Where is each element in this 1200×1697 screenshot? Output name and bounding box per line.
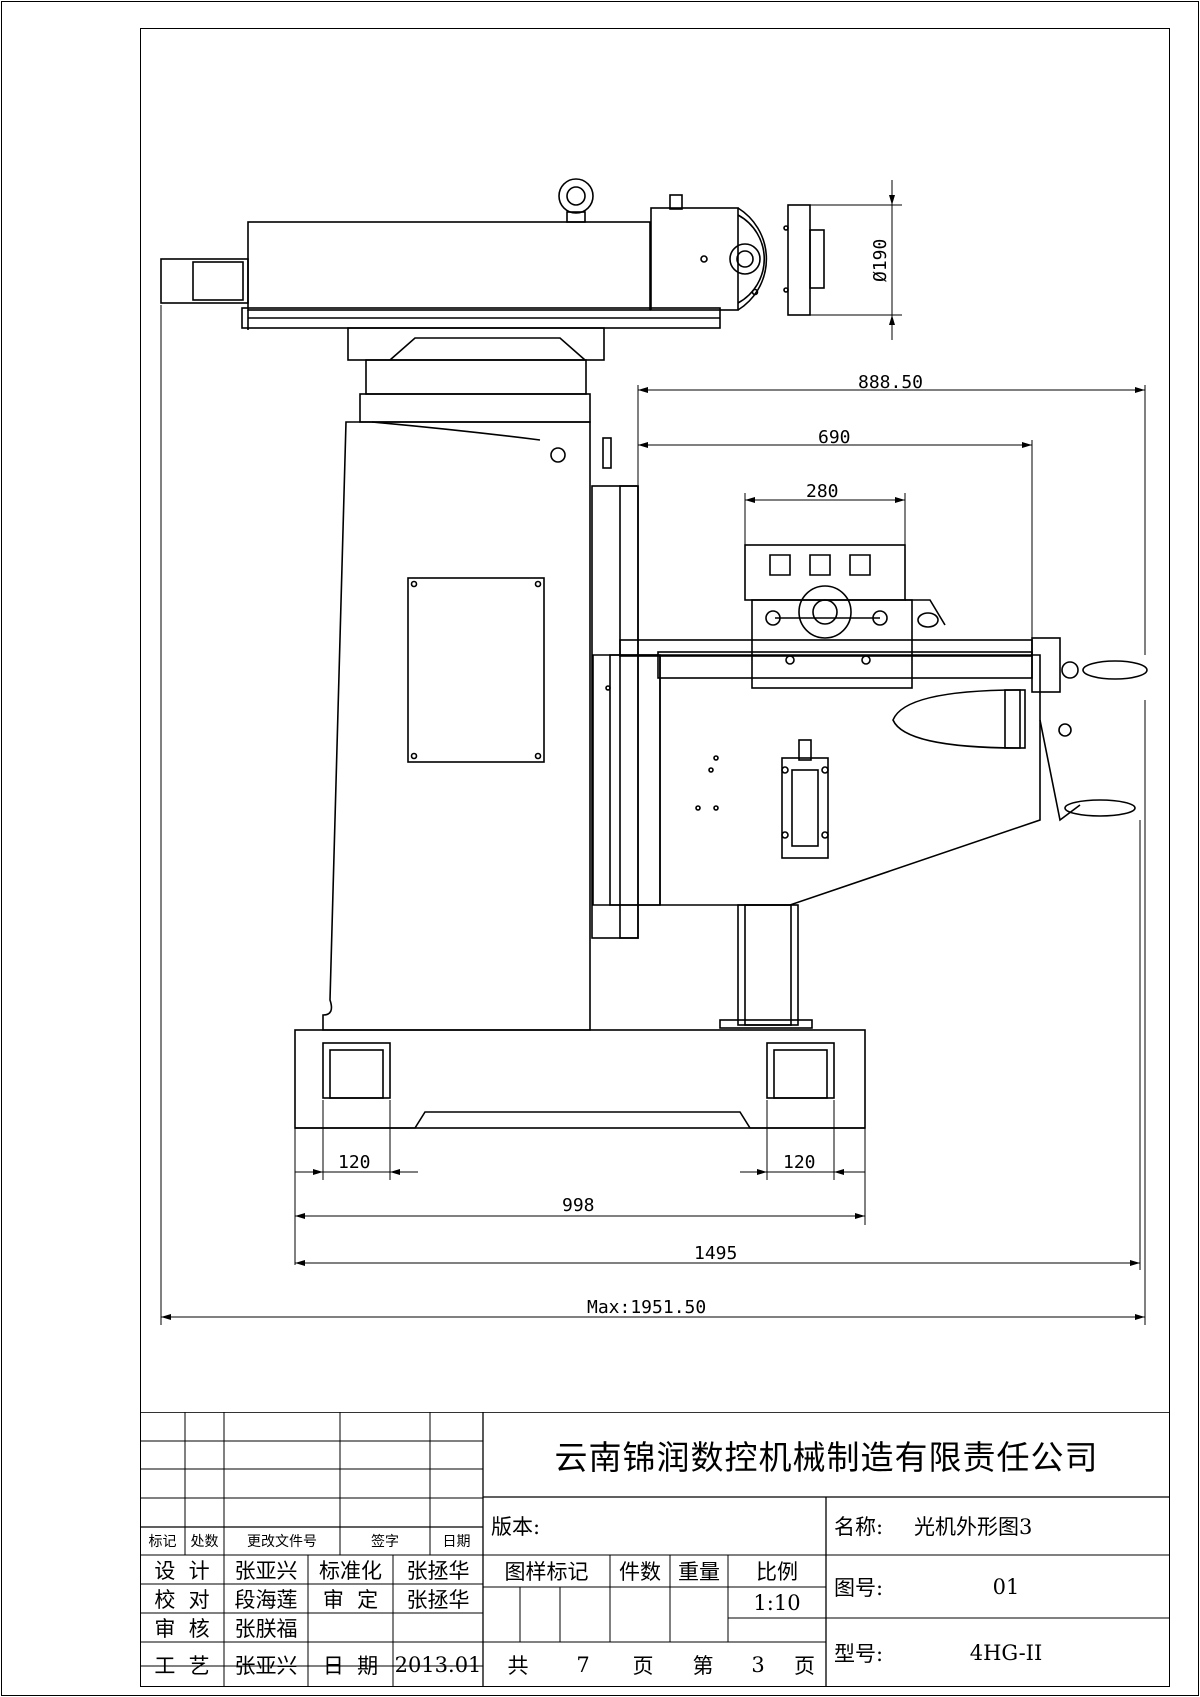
header-date: 日期 <box>442 1534 471 1550</box>
header-change-doc: 更改文件号 <box>247 1534 317 1550</box>
model-label: 型号: <box>834 1641 884 1666</box>
sample-mark-label: 图样标记 <box>504 1560 589 1584</box>
name-value: 光机外形图3 <box>914 1515 1033 1539</box>
standardize-label: 标准化 <box>319 1558 382 1583</box>
process-name: 张亚兴 <box>234 1653 298 1678</box>
dim-d190: Ø190 <box>870 239 891 282</box>
dim-1495: 1495 <box>694 1243 737 1264</box>
company-name: 云南锦润数控机械制造有限责任公司 <box>554 1437 1099 1477</box>
work-table <box>619 544 1148 693</box>
dimension-lines <box>160 180 1146 1325</box>
spindle-head <box>160 178 825 330</box>
date-value: 2013.01 <box>394 1652 482 1677</box>
process-label: 工 艺 <box>154 1653 210 1678</box>
scale-value: 1:10 <box>753 1590 801 1615</box>
total-pages: 7 <box>576 1652 590 1677</box>
header-signature: 签字 <box>371 1534 399 1550</box>
dim-888: 888.50 <box>858 372 923 393</box>
model-value: 4HG-II <box>969 1640 1043 1665</box>
dim-998: 998 <box>562 1195 595 1216</box>
dim-120-left: 120 <box>338 1152 371 1173</box>
machine-knee <box>592 654 1136 1029</box>
machine-column <box>322 421 639 1031</box>
standardize-name: 张拯华 <box>406 1558 470 1583</box>
machine-base <box>294 1029 866 1129</box>
page-unit-1: 页 <box>632 1653 654 1678</box>
weight-label: 重量 <box>678 1560 720 1584</box>
title-block-grid <box>140 1412 1170 1687</box>
drawing-no-value: 01 <box>992 1574 1020 1599</box>
review-label: 审 核 <box>154 1616 210 1641</box>
header-mark: 标记 <box>148 1534 177 1550</box>
total-label: 共 <box>507 1653 529 1678</box>
proofread-name: 段海莲 <box>234 1587 298 1612</box>
scale-label: 比例 <box>756 1560 798 1584</box>
name-label: 名称: <box>834 1515 884 1539</box>
approve-label: 审 定 <box>322 1587 379 1612</box>
header-count: 处数 <box>190 1534 219 1550</box>
date-label: 日 期 <box>322 1653 379 1678</box>
dim-120-right: 120 <box>783 1152 816 1173</box>
dim-690: 690 <box>818 427 851 448</box>
drawing-no-label: 图号: <box>834 1575 884 1600</box>
dim-max: Max:1951.50 <box>587 1297 706 1318</box>
title-block: 云南锦润数控机械制造有限责任公司 标记 处数 更改文件号 签字 日期 设 计 张… <box>140 1412 1170 1687</box>
current-page: 3 <box>751 1652 765 1677</box>
approve-name: 张拯华 <box>406 1587 470 1612</box>
review-name: 张朕福 <box>234 1616 298 1641</box>
proofread-label: 校 对 <box>154 1587 210 1612</box>
version-label: 版本: <box>491 1515 541 1539</box>
dim-280: 280 <box>806 481 839 502</box>
turret-base <box>347 327 605 423</box>
quantity-label: 件数 <box>619 1560 661 1584</box>
page-unit-2: 页 <box>794 1653 815 1678</box>
current-label: 第 <box>692 1653 714 1678</box>
design-name: 张亚兴 <box>234 1558 298 1583</box>
design-label: 设 计 <box>154 1558 210 1583</box>
dimension-labels: Ø190 888.50 690 280 120 120 998 1495 Max… <box>338 239 923 1318</box>
